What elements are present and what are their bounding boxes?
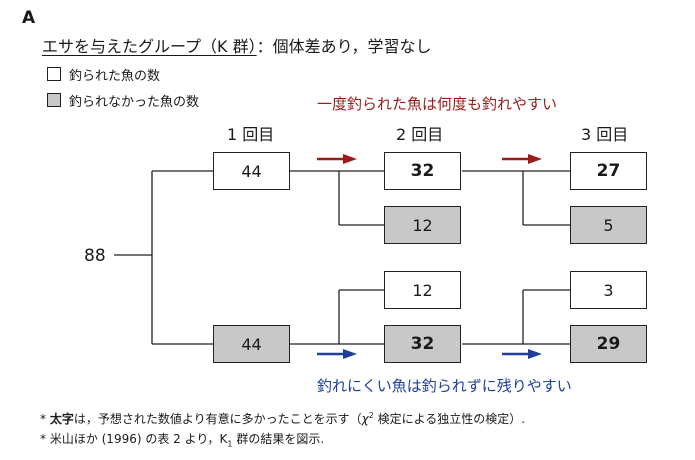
footnote-1-marker: * <box>40 412 50 426</box>
blue-arrow-1 <box>317 349 357 359</box>
legend-label-not-caught: 釣られなかった魚の数 <box>69 94 200 110</box>
legend-swatch-gray <box>47 93 61 107</box>
node-r3-not-caught: 29 <box>570 325 647 363</box>
annotation-hard-to-catch: 釣れにくい魚は釣られずに残りやすい <box>317 377 572 395</box>
total-fish-count: 88 <box>84 246 106 266</box>
red-arrow-1 <box>317 154 357 164</box>
footnote-1-bold-term: 太字 <box>49 412 74 426</box>
annotation-easy-to-catch: 一度釣られた魚は何度も釣れやすい <box>317 95 558 113</box>
legend-swatch-white <box>47 67 61 81</box>
node-r2-not-caught: 32 <box>384 325 461 363</box>
footnote-1-end: 検定による独立性の検定）. <box>373 412 526 426</box>
panel-label: A <box>22 8 36 28</box>
node-r2-newly-caught: 12 <box>384 271 461 309</box>
node-r3-caught-again: 27 <box>570 152 647 190</box>
red-arrow-2 <box>502 154 542 164</box>
footnote-2-text: * 米山ほか (1996) の表 2 より，K <box>40 432 228 446</box>
round-3-header: 3 回目 <box>581 125 629 144</box>
figure-heading: エサを与えたグループ（K 群）：個体差あり，学習なし <box>42 33 432 57</box>
node-r2-caught-again: 32 <box>384 152 461 190</box>
footnote-source: * 米山ほか (1996) の表 2 より，K1 群の結果を図示. <box>40 430 324 448</box>
group-subscript: 1 <box>227 439 233 449</box>
node-r1-caught: 44 <box>213 152 290 190</box>
group-name: エサを与えたグループ（K 群） <box>42 37 257 56</box>
footnote-2-end: 群の結果を図示. <box>232 432 325 446</box>
legend-label-caught: 釣られた魚の数 <box>69 68 161 84</box>
footnote-significance: * 太字は，予想された数値より有意に多かったことを示す（χ2 検定による独立性の… <box>40 410 525 427</box>
chi-symbol: χ <box>361 412 369 426</box>
blue-arrow-2 <box>502 349 542 359</box>
node-r3-newly-caught: 3 <box>570 271 647 309</box>
legend-item-caught: 釣られた魚の数 <box>47 65 161 84</box>
group-description: ：個体差あり，学習なし <box>256 37 432 56</box>
round-1-header: 1 回目 <box>227 125 275 144</box>
footnote-1-text: は，予想された数値より有意に多かったことを示す（ <box>73 412 362 426</box>
node-r2-previously-caught-not-caught: 12 <box>384 206 461 244</box>
node-r3-previously-caught-not-caught: 5 <box>570 206 647 244</box>
legend-item-not-caught: 釣られなかった魚の数 <box>47 91 200 110</box>
node-r1-not-caught: 44 <box>213 325 290 363</box>
round-2-header: 2 回目 <box>396 125 444 144</box>
chi-square-exponent: 2 <box>368 411 374 420</box>
